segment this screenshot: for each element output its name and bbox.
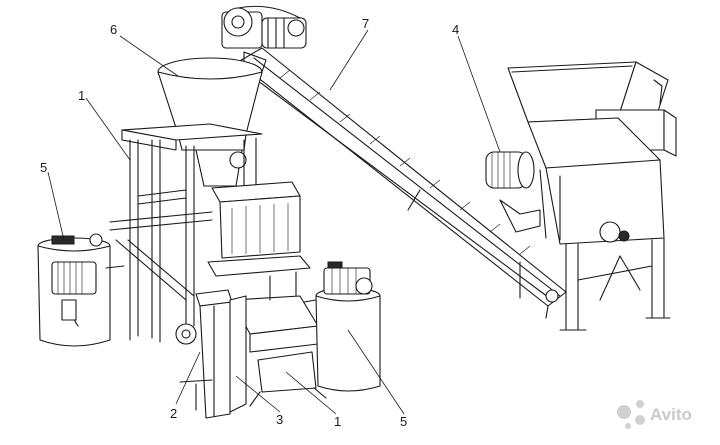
callout-7: 7 — [362, 16, 369, 31]
callout-5-right: 5 — [400, 414, 407, 429]
feed-hopper — [157, 57, 263, 187]
front-control-column — [175, 289, 247, 419]
callout-6: 6 — [110, 22, 117, 37]
hydraulic-station-left — [37, 233, 125, 347]
callout-2: 2 — [170, 406, 177, 421]
hydraulic-station-right — [303, 261, 381, 392]
watermark: Avito — [617, 400, 692, 429]
callout-leaders — [47, 29, 501, 415]
callout-5-left: 5 — [40, 160, 47, 175]
block-press-frame — [109, 123, 327, 407]
watermark-text: Avito — [650, 405, 692, 424]
avito-logo-icon — [617, 400, 645, 429]
callout-4: 4 — [452, 22, 459, 37]
callout-1-upper: 1 — [78, 88, 85, 103]
callout-1-lower: 1 — [334, 414, 341, 429]
mixer-unit — [485, 61, 677, 331]
callout-3: 3 — [276, 412, 283, 427]
